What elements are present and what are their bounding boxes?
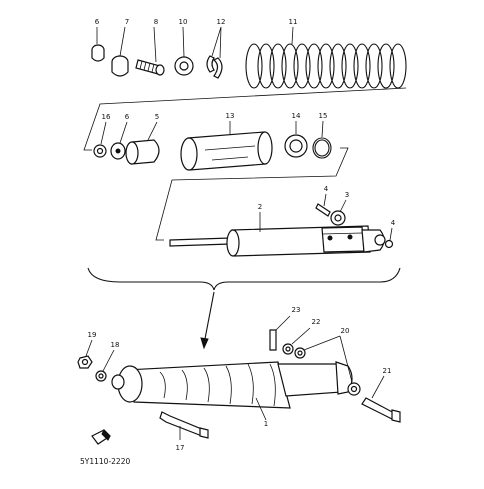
part-13-cover-tube[interactable] (180, 131, 273, 171)
part-1-shock-absorber[interactable] (111, 361, 353, 409)
part-11-coil-spring[interactable] (245, 43, 407, 89)
assembly-arrow (200, 291, 215, 350)
callout-19: 19 (88, 331, 97, 339)
callout-8: 8 (154, 18, 158, 26)
part-18-washer[interactable] (95, 370, 107, 382)
part-15-o-ring[interactable] (312, 137, 332, 159)
part-14-seat[interactable] (284, 134, 308, 158)
part-6-bushing[interactable] (91, 44, 105, 62)
callout-14: 14 (292, 112, 301, 120)
callout-labels: 6 7 8 10 12 11 16 6 5 13 14 15 4 3 2 4 2… (80, 18, 396, 466)
top-parts-group (91, 26, 407, 89)
callout-5: 5 (155, 113, 159, 121)
part-17-bolt[interactable] (159, 411, 209, 439)
callout-4-top: 4 (324, 185, 329, 193)
callout-23: 23 (292, 306, 301, 314)
part-7-bushing[interactable] (111, 55, 129, 77)
part-8-collar[interactable] (135, 59, 165, 76)
assembly-brace (87, 267, 401, 291)
drawing-code: 5Y1110-2220 (80, 457, 130, 466)
part-3-bushing[interactable] (330, 210, 346, 226)
part-4-bolt[interactable] (315, 203, 331, 217)
callout-22: 22 (312, 318, 321, 326)
callout-11: 11 (289, 18, 298, 26)
part-20-washer[interactable] (294, 347, 361, 396)
callout-7: 7 (125, 18, 129, 26)
group-bracket-middle (155, 147, 349, 241)
callout-2: 2 (258, 203, 262, 211)
clip-detail (91, 429, 111, 445)
callout-12: 12 (217, 18, 226, 26)
group-bracket-upper (83, 87, 407, 151)
middle-parts-group (93, 120, 332, 171)
part-4-washer[interactable] (384, 239, 394, 249)
callout-4-right: 4 (391, 219, 396, 227)
part-5-collar[interactable] (125, 139, 160, 165)
part-12-spring-guide[interactable] (206, 55, 223, 79)
damper-group (169, 193, 394, 257)
callout-18: 18 (111, 341, 120, 349)
part-6-bushing-lower[interactable] (110, 142, 126, 160)
callout-16: 16 (102, 113, 111, 121)
callout-6-mid: 6 (125, 113, 130, 121)
part-19-nut[interactable] (77, 355, 93, 369)
part-2-damper[interactable] (169, 225, 386, 257)
callout-21: 21 (383, 367, 392, 375)
part-23-cotter-pin[interactable] (269, 329, 277, 351)
part-16-washer[interactable] (93, 144, 107, 158)
callout-13: 13 (226, 112, 235, 120)
part-22-washer[interactable] (282, 343, 294, 355)
part-21-bolt[interactable] (361, 397, 401, 423)
callout-15: 15 (319, 112, 328, 120)
callout-3: 3 (345, 191, 349, 199)
callout-10: 10 (179, 18, 188, 26)
callout-17: 17 (176, 444, 185, 452)
part-10-spring-seat[interactable] (174, 56, 194, 76)
shock-assembly-group (77, 315, 401, 445)
callout-6-top: 6 (95, 18, 100, 26)
callout-20: 20 (341, 327, 350, 335)
callout-1: 1 (264, 420, 268, 428)
